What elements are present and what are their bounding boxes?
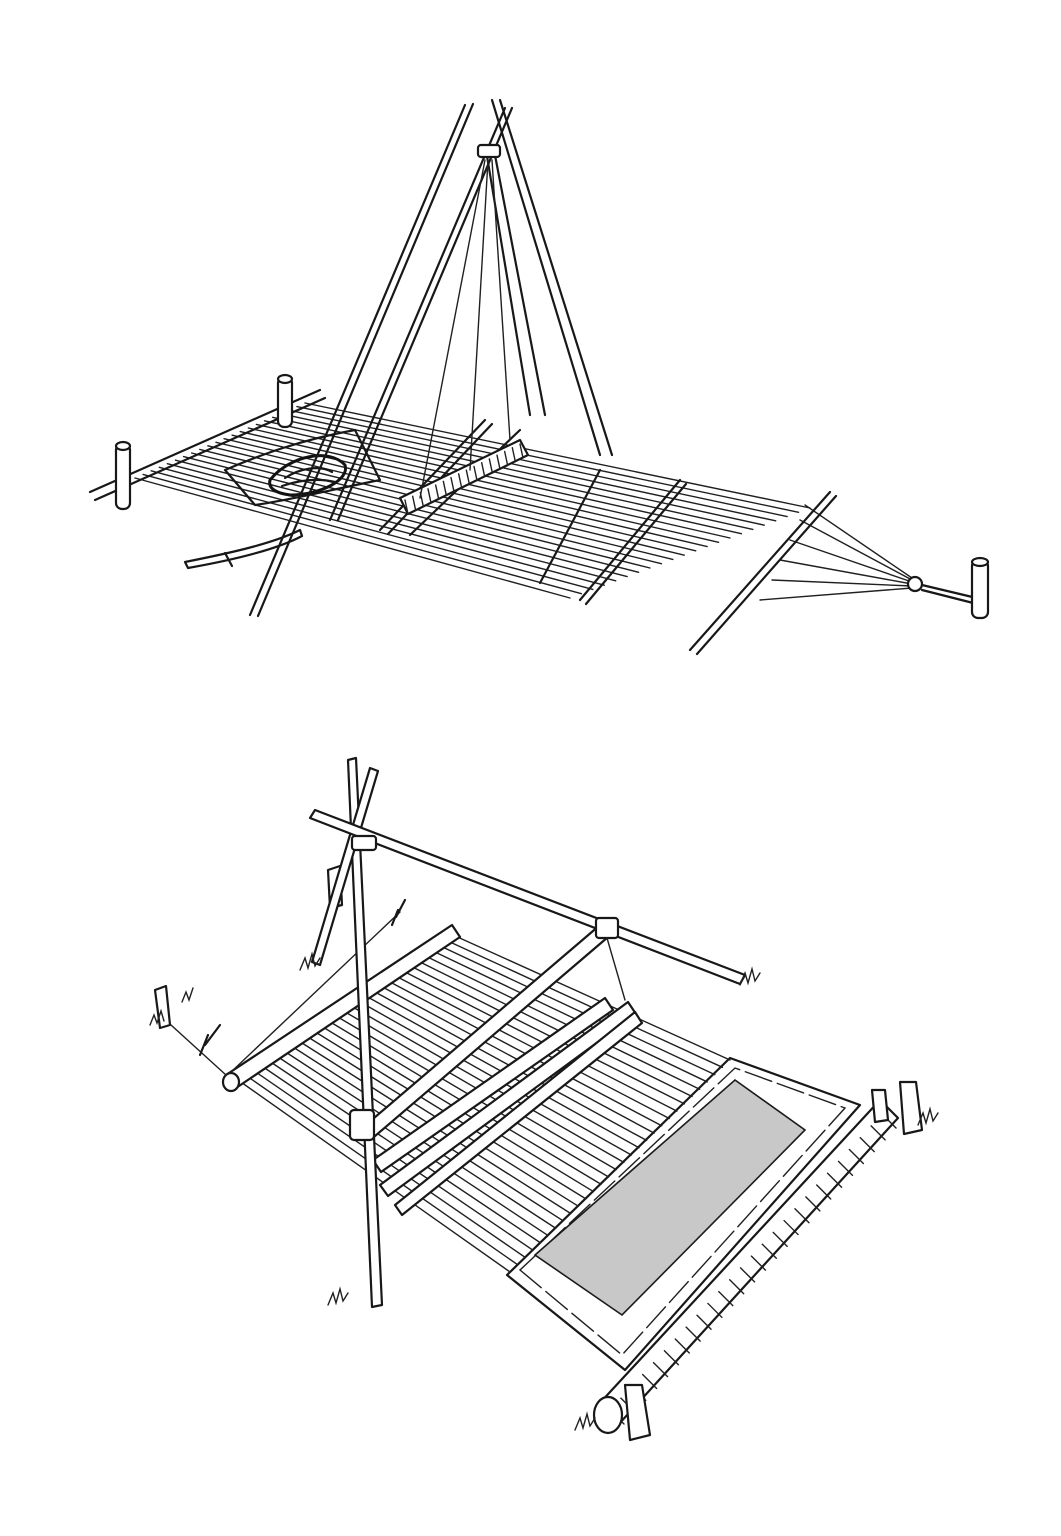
comb-tooth: [496, 454, 501, 470]
warp-thread: [444, 939, 724, 1069]
comb-tooth: [411, 495, 417, 511]
beam-ridge: [816, 1184, 832, 1200]
warp-thread: [288, 409, 788, 518]
beam-ridge: [674, 1338, 690, 1354]
comb-tooth: [427, 488, 432, 504]
warp-thread: [415, 959, 693, 1098]
warp-thread: [407, 964, 686, 1105]
beam-ridge: [794, 1208, 810, 1224]
comb-tooth: [450, 476, 455, 493]
beam-ridge: [783, 1219, 799, 1236]
comb-tooth: [465, 469, 471, 485]
warp-thread: [166, 463, 617, 582]
beam-ridge: [826, 1172, 843, 1188]
beam-ridge: [761, 1243, 778, 1259]
warp-thread: [182, 455, 640, 573]
beam-ridge: [772, 1231, 788, 1248]
bottom-woven-panel: [505, 1056, 862, 1372]
warp-thread: [280, 413, 777, 522]
warp-thread: [392, 974, 671, 1120]
comb-tooth: [442, 480, 448, 497]
comb-tooth: [473, 465, 478, 482]
comb-tooth: [480, 461, 486, 478]
top-shuttle: [183, 528, 304, 570]
top-heddle-comb: [398, 438, 530, 516]
beam-ridge: [696, 1314, 712, 1330]
top-woven-pattern: [223, 428, 382, 507]
comb-tooth: [503, 450, 509, 467]
top-left-beam: [88, 373, 327, 511]
beam-ridge: [652, 1361, 669, 1378]
top-loom-figure: [88, 98, 990, 656]
warp-thread: [263, 420, 754, 531]
beam-ridge: [739, 1267, 756, 1283]
bottom-grass: [149, 951, 939, 1431]
beam-ridge: [685, 1326, 701, 1342]
comb-tooth: [519, 443, 524, 459]
comb-tooth: [488, 458, 494, 474]
bottom-cloth-beam: [592, 1080, 924, 1442]
warp-thread: [158, 466, 605, 586]
warp-thread: [134, 477, 571, 599]
comb-tooth: [457, 473, 463, 489]
bottom-loom-figure: [149, 756, 939, 1442]
bottom-frame-poles: [308, 756, 747, 1309]
beam-ridge: [848, 1148, 865, 1165]
comb-tooth: [404, 499, 409, 515]
beam-ridge: [750, 1255, 767, 1271]
warp-thread: [400, 969, 678, 1112]
beam-ridge: [837, 1160, 854, 1177]
warp-thread: [150, 470, 594, 591]
beam-ridge: [641, 1373, 658, 1390]
warp-thread: [422, 954, 701, 1090]
top-right-anchor: [759, 504, 990, 620]
warp-thread: [190, 452, 651, 569]
beam-ridge: [707, 1302, 723, 1319]
warp-thread: [271, 416, 765, 526]
beam-ridge: [728, 1279, 745, 1295]
warp-thread: [199, 448, 663, 565]
top-tripod: [248, 98, 614, 618]
comb-tooth: [434, 484, 440, 500]
warp-thread: [231, 434, 708, 548]
warp-thread: [142, 473, 583, 595]
beam-ridge: [859, 1136, 875, 1153]
warp-thread: [304, 402, 811, 509]
warp-thread: [437, 944, 716, 1076]
bottom-heddle-rods: [358, 923, 644, 1217]
beam-ridge: [870, 1125, 886, 1141]
beam-ridge: [718, 1290, 734, 1307]
warp-thread: [385, 979, 663, 1127]
warp-thread: [430, 949, 708, 1083]
beam-ridge: [663, 1350, 680, 1366]
beam-ridge: [805, 1196, 821, 1212]
warp-thread: [452, 934, 731, 1061]
bottom-warp-beam: [153, 864, 462, 1093]
warp-thread: [296, 405, 800, 513]
comb-tooth: [511, 447, 517, 463]
